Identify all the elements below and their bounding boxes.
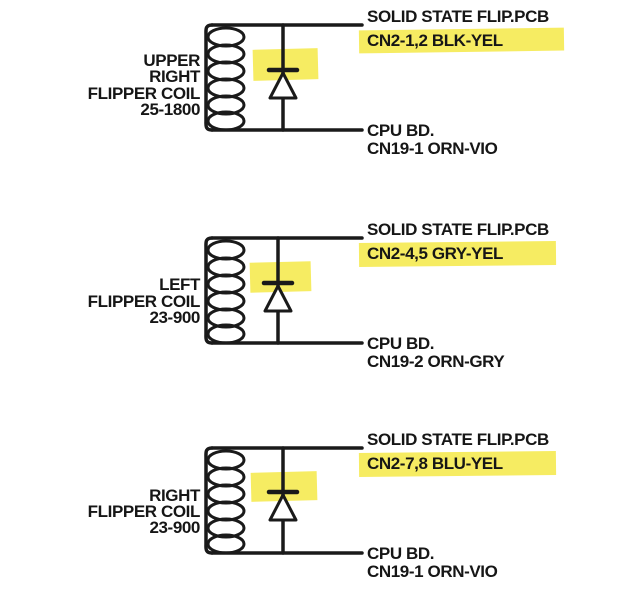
highlight-mark-connector <box>358 450 557 478</box>
highlight-mark-diode <box>252 48 319 81</box>
highlight-mark-connector <box>358 240 557 268</box>
coil-label-line: 25-1800 <box>140 100 200 119</box>
cpu-connection-label: CPU BD. <box>367 121 434 140</box>
pcb-connection-label: SOLID STATE FLIP.PCB <box>367 7 549 26</box>
coil-label-line: 23-900 <box>149 308 200 327</box>
cpu-connector-pin-label: CN19-2 ORN-GRY <box>367 352 505 371</box>
circuit-block-left: LEFT FLIPPER COIL 23-900 SOLID STATE FLI… <box>88 220 557 371</box>
cpu-connector-pin-label: CN19-1 ORN-VIO <box>367 139 498 158</box>
coil-label-line: 23-900 <box>149 518 200 537</box>
diode-icon <box>261 236 295 345</box>
coil-label-line: FLIPPER COIL <box>88 502 200 521</box>
pcb-connection-label: SOLID STATE FLIP.PCB <box>367 430 549 449</box>
coil-label-line: UPPER <box>143 51 200 70</box>
cpu-connection-label: CPU BD. <box>367 544 434 563</box>
coil-icon <box>204 23 246 132</box>
highlight-mark-connector <box>358 27 565 54</box>
coil-icon <box>204 236 246 345</box>
pcb-connector-pin-label: CN2-4,5 GRY-YEL <box>367 244 503 263</box>
coil-label-line: RIGHT <box>149 486 201 505</box>
pcb-connector-pin-label: CN2-1,2 BLK-YEL <box>367 31 503 50</box>
circuit-block-upper-right: UPPER RIGHT FLIPPER COIL 25-1800 SOLID S… <box>88 7 565 158</box>
coil-label-line: LEFT <box>159 275 201 294</box>
coil-icon <box>204 446 246 555</box>
diode-icon <box>266 446 300 555</box>
coil-label-line: FLIPPER COIL <box>88 84 200 103</box>
circuit-block-right: RIGHT FLIPPER COIL 23-900 SOLID STATE FL… <box>88 430 557 581</box>
coil-label-line: FLIPPER COIL <box>88 292 200 311</box>
coil-label-line: RIGHT <box>149 67 201 86</box>
cpu-connector-pin-label: CN19-1 ORN-VIO <box>367 562 498 581</box>
cpu-connection-label: CPU BD. <box>367 334 434 353</box>
pcb-connection-label: SOLID STATE FLIP.PCB <box>367 220 549 239</box>
diode-icon <box>266 23 300 132</box>
pcb-connector-pin-label: CN2-7,8 BLU-YEL <box>367 454 503 473</box>
